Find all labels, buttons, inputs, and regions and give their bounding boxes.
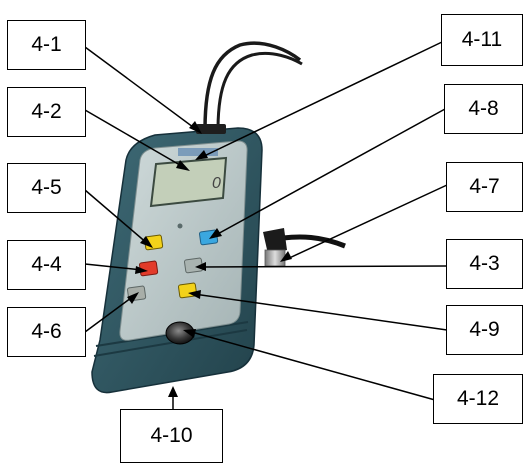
callout-4-9: 4-9 (446, 305, 523, 355)
leader-4-1 (84, 46, 198, 131)
ultrasonic-probe (263, 228, 346, 267)
arrowhead-4-4 (135, 266, 148, 274)
leader-4-6 (84, 294, 136, 333)
arrowhead-4-5 (140, 236, 153, 248)
leader-4-9 (193, 293, 448, 331)
leader-4-4 (84, 263, 143, 271)
leader-4-8 (213, 108, 446, 237)
callout-4-7: 4-7 (446, 162, 523, 212)
probe-cable-2 (216, 51, 303, 131)
leader-4-3 (200, 265, 448, 268)
callout-4-2: 4-2 (7, 87, 86, 137)
leader-4-12 (187, 330, 436, 401)
arrowhead-4-8 (209, 228, 222, 239)
callout-4-8: 4-8 (444, 84, 523, 134)
callout-4-11: 4-11 (441, 14, 523, 66)
leader-4-11 (199, 41, 443, 159)
lcd-display (149, 156, 228, 208)
arrowhead-4-1 (189, 121, 202, 134)
arrowhead-4-3 (195, 262, 206, 271)
callout-4-5: 4-5 (7, 163, 86, 213)
callout-4-3: 4-3 (446, 239, 523, 289)
key-4-4[interactable] (139, 260, 159, 277)
probe-cable-1 (203, 41, 302, 131)
leader-4-7 (284, 184, 448, 261)
display-reading: 0 (212, 175, 221, 192)
callout-4-12: 4-12 (433, 374, 523, 424)
arrowhead-4-9 (188, 290, 201, 299)
arrowhead-4-2 (176, 160, 190, 171)
brand-logo (178, 148, 218, 156)
cable-connector (196, 124, 226, 134)
arrowhead-4-11 (195, 150, 208, 160)
status-led (177, 223, 183, 229)
arrowhead-4-6 (127, 292, 139, 304)
body-ridge (93, 329, 248, 357)
arrowhead-4-7 (280, 251, 292, 262)
arrowhead-4-12 (183, 329, 196, 338)
callout-4-10: 4-10 (120, 409, 223, 463)
callout-4-4: 4-4 (7, 240, 86, 290)
callout-4-1: 4-1 (7, 20, 86, 70)
callout-4-6: 4-6 (7, 307, 86, 357)
leader-4-2 (84, 109, 186, 169)
leader-4-5 (84, 189, 149, 245)
arrowhead-4-10 (168, 386, 178, 397)
